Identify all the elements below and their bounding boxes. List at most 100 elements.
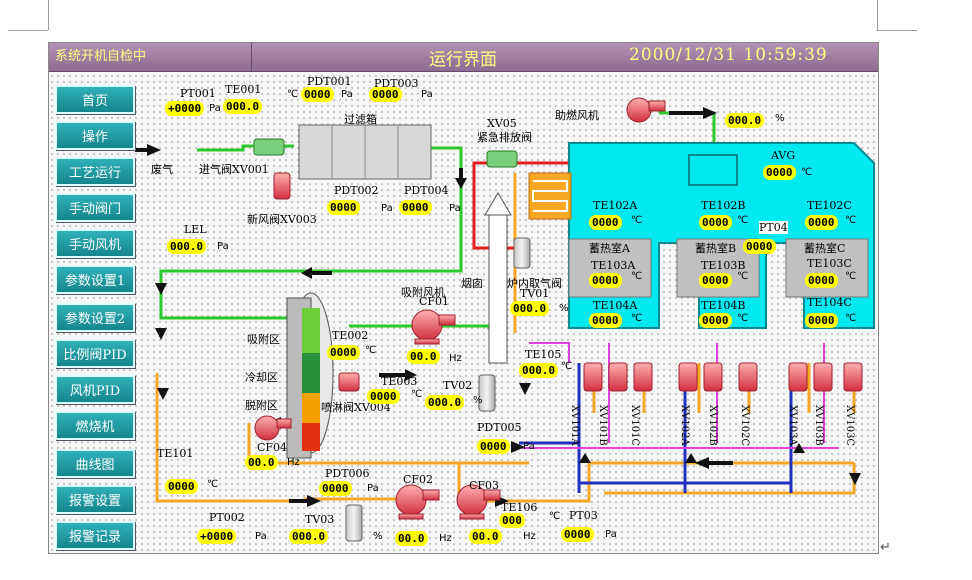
- tv01-value: 000.0: [510, 301, 550, 316]
- te002-value: 0000: [327, 345, 360, 360]
- avg-label: AVG: [771, 149, 796, 162]
- pt04-label: PT04: [759, 221, 788, 234]
- te105-label: TE105: [525, 348, 562, 361]
- xv101c-label: XV101C: [629, 405, 640, 447]
- nav-home-button[interactable]: 首页: [55, 85, 135, 114]
- furnace-intake-label: 炉内取气阀: [507, 277, 562, 290]
- emergency-valve-label: 紧急排放阀: [477, 131, 532, 144]
- te003-label: TE003: [381, 375, 418, 388]
- xv101a-label: XV101A: [569, 405, 580, 446]
- te104c-label: TE104C: [807, 296, 852, 309]
- te104c-value: 0000: [805, 313, 838, 328]
- pdt004-unit: Pa: [449, 203, 461, 214]
- te105-unit: ℃: [561, 361, 573, 372]
- intake-valve-label: 进气阀XV001: [199, 163, 269, 176]
- chamber-a-label: 蓄热室A: [589, 242, 630, 255]
- tv01-unit: %: [559, 303, 569, 314]
- adsorb-fan-label: 吸附风机: [401, 286, 445, 299]
- pdt005-unit: Pa: [523, 441, 535, 452]
- waste-gas-label: 废气: [151, 163, 173, 176]
- te104b-unit: ℃: [737, 313, 749, 324]
- datetime-display: 2000/12/31 10:59:39: [629, 45, 828, 65]
- te103b-label: TE103B: [701, 259, 746, 272]
- te103c-value: 0000: [805, 273, 838, 288]
- pdt002-label: PDT002: [334, 184, 379, 197]
- pt04-value: 0000: [743, 239, 776, 254]
- new-air-valve-label: 新风阀XV003: [247, 213, 317, 226]
- lel-unit: Pa: [217, 241, 229, 252]
- avg-value: 0000: [763, 165, 796, 180]
- te101-unit: ℃: [207, 479, 219, 490]
- chamber-c-label: 蓄热室C: [804, 242, 846, 255]
- xv103a-label: XV103A: [787, 405, 798, 446]
- pt002-unit: Pa: [255, 531, 267, 542]
- te102c-value: 0000: [805, 215, 838, 230]
- nav-burner-button[interactable]: 燃烧机: [55, 411, 135, 440]
- nav-manual-valve-button[interactable]: 手动阀门: [55, 193, 135, 222]
- cf01-label: CF01: [419, 295, 450, 308]
- nav-operation-button[interactable]: 操作: [55, 121, 135, 150]
- cf02-unit: Hz: [439, 533, 452, 544]
- pdt003-label: PDT003: [374, 77, 419, 90]
- te102a-unit: ℃: [631, 215, 643, 226]
- xv102a-label: XV102A: [679, 405, 690, 446]
- xv05-label: XV05: [487, 117, 517, 130]
- te102a-label: TE102A: [593, 199, 638, 212]
- pt002-label: PT002: [209, 511, 245, 524]
- nav-param-1-button[interactable]: 参数设置1: [55, 265, 135, 294]
- booster-fan-unit: %: [775, 113, 785, 124]
- tv03-unit: %: [373, 531, 383, 542]
- nav-trend-button[interactable]: 曲线图: [55, 449, 135, 478]
- pdt001-value: 0000: [301, 87, 334, 102]
- cool-zone-label: 冷却区: [245, 371, 278, 384]
- xv102b-label: XV102B: [707, 405, 718, 446]
- cf03-value: 00.0: [469, 529, 502, 544]
- te104c-unit: ℃: [845, 313, 857, 324]
- xv103c-label: XV103C: [844, 405, 855, 447]
- pt001-label: PT001: [180, 87, 216, 100]
- nav-param-2-button[interactable]: 参数设置2: [55, 303, 135, 332]
- pdt001-unit-left: ℃: [287, 89, 299, 100]
- xv101b-label: XV101B: [597, 405, 608, 446]
- te106-value: 000: [499, 513, 525, 528]
- te101-value: 0000: [165, 479, 198, 494]
- te003-value: 0000: [367, 389, 400, 404]
- adsorb-zone-label: 吸附区: [247, 333, 280, 346]
- pt03-unit: Pa: [605, 529, 617, 540]
- paragraph-mark: ↵: [880, 540, 891, 555]
- cf04-unit: Hz: [287, 457, 300, 468]
- te104b-label: TE104B: [701, 299, 746, 312]
- te102b-value: 0000: [699, 215, 732, 230]
- cf02-label: CF02: [403, 473, 434, 486]
- te104a-value: 0000: [589, 313, 622, 328]
- te002-label: TE002: [332, 329, 369, 342]
- tv03-label: TV03: [305, 513, 335, 526]
- te105-value: 000.0: [519, 363, 559, 378]
- crop-mark: [877, 0, 878, 30]
- nav-alarm-settings-button[interactable]: 报警设置: [55, 485, 135, 514]
- hmi-panel: 系统开机自检中 运行界面 2000/12/31 10:59:39 首页 操作 工…: [48, 42, 879, 554]
- xv103b-label: XV103B: [813, 405, 824, 446]
- te106-label: TE106: [501, 501, 538, 514]
- spray-valve-label: 喷淋阀XV004: [321, 401, 391, 414]
- te103a-value: 0000: [589, 273, 622, 288]
- te001-value: 000.0: [223, 99, 263, 114]
- nav-process-run-button[interactable]: 工艺运行: [55, 157, 135, 186]
- pdt003-value: 0000: [369, 87, 402, 102]
- booster-fan-value: 000.0: [725, 113, 765, 128]
- nav-proportional-pid-button[interactable]: 比例阀PID: [55, 339, 135, 368]
- crop-mark: [8, 30, 48, 31]
- pdt006-value: 0000: [319, 481, 352, 496]
- cf02-value: 00.0: [395, 531, 428, 546]
- tv03-value: 000.0: [289, 529, 329, 544]
- pt03-label: PT03: [569, 509, 598, 522]
- nav-fan-pid-button[interactable]: 风机PID: [55, 375, 135, 404]
- nav-alarm-log-button[interactable]: 报警记录: [55, 521, 135, 550]
- pdt002-unit: Pa: [381, 203, 393, 214]
- cf01-unit: Hz: [449, 353, 462, 364]
- te101-label: TE101: [157, 447, 194, 460]
- pdt005-value: 0000: [477, 439, 510, 454]
- te106-unit: ℃: [549, 511, 561, 522]
- nav-manual-fan-button[interactable]: 手动风机: [55, 229, 135, 258]
- cf01-value: 00.0: [407, 349, 440, 364]
